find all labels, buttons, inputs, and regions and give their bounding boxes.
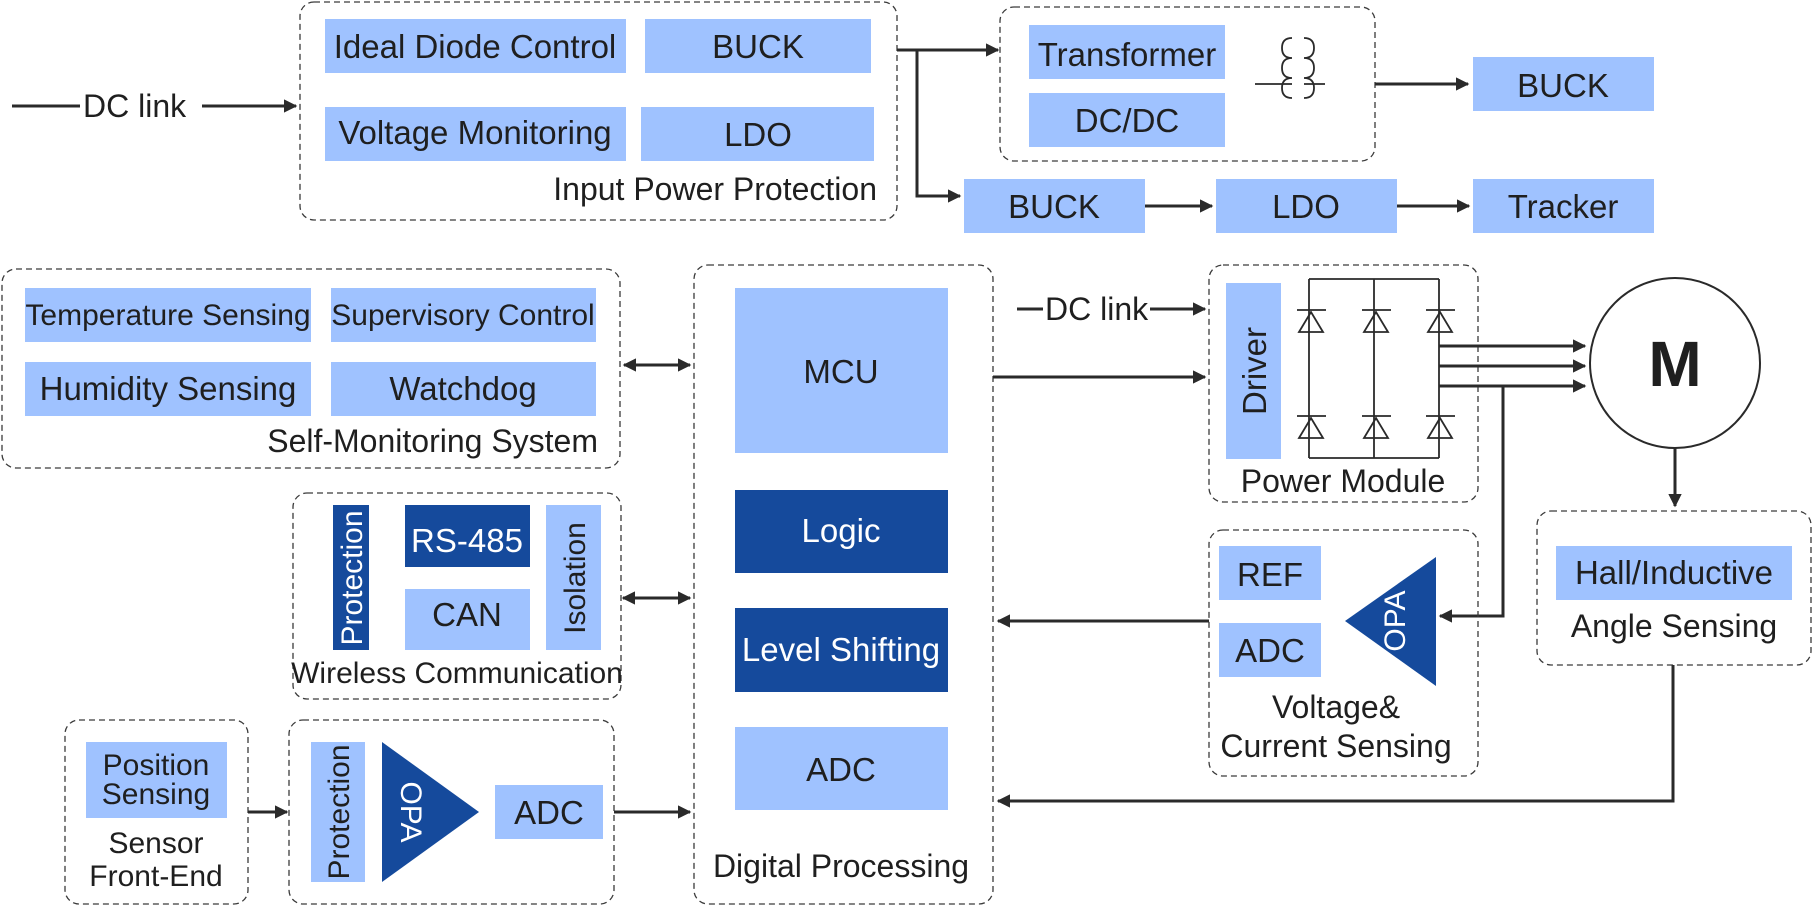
input-power-protection-group: Ideal Diode Control BUCK Voltage Monitor…: [299, 1, 898, 221]
ideal-diode-control-block: [325, 19, 626, 73]
tracker-block: [1473, 179, 1654, 233]
motor-label: M: [1648, 328, 1701, 400]
logic-block: [735, 490, 948, 573]
chain-buck-label: BUCK: [1008, 188, 1100, 225]
sensor-protection-block: [311, 742, 365, 882]
dc-link-mid-label: DC link: [1045, 291, 1149, 327]
humidity-sensing-label: Humidity Sensing: [40, 370, 297, 407]
position-sensing-label-line1: Position: [103, 749, 210, 782]
ref-block: [1219, 546, 1321, 600]
watchdog-block: [331, 362, 596, 416]
input-buck-label: BUCK: [712, 28, 804, 65]
input-ldo-label: LDO: [724, 116, 792, 153]
position-sensing-block: [86, 742, 227, 818]
hall-inductive-label: Hall/Inductive: [1575, 554, 1773, 591]
isolated-supply-group: Transformer DC/DC BUCK: [999, 6, 1654, 162]
regulator-chain: BUCK LDO Tracker: [964, 179, 1654, 233]
phase-output-wires: [1438, 339, 1587, 623]
humidity-sensing-block: [25, 362, 311, 416]
comm-protection-block: [333, 505, 369, 650]
power-module-group: Driver Power Module: [1208, 264, 1479, 503]
isolation-block: [546, 505, 601, 650]
position-sensing-label-line2: Sensing: [102, 778, 210, 811]
sensor-opa-icon: [382, 742, 479, 882]
input-buck-block: [645, 19, 871, 73]
signal-conditioning-group: Protection OPA ADC: [288, 719, 615, 905]
rs485-block: [405, 505, 530, 567]
transformer-symbol-icon: [1255, 37, 1325, 99]
wireless-communication-group: Protection RS-485 CAN Isolation Wireless…: [291, 492, 623, 700]
supervisory-control-block: [331, 288, 596, 342]
level-shifting-block: [735, 608, 948, 692]
input-ldo-block: [641, 107, 874, 161]
input-power-protection-title: Input Power Protection: [553, 171, 877, 207]
chain-ldo-label: LDO: [1272, 188, 1340, 225]
voltage-monitoring-block: [325, 107, 626, 161]
motor: M: [1589, 277, 1761, 449]
isolated-buck-block: [1473, 57, 1654, 111]
dcdc-block: [1029, 93, 1225, 147]
digital-processing-group: MCU Logic Level Shifting ADC Digital Pro…: [693, 264, 994, 905]
comm-protection-label: Protection: [336, 510, 369, 645]
sensor-protection-label: Protection: [323, 744, 356, 879]
driver-label: Driver: [1236, 327, 1273, 415]
sensor-frontend-title-line2: Front-End: [89, 860, 222, 893]
transformer-label: Transformer: [1038, 36, 1216, 73]
temperature-sensing-label: Temperature Sensing: [25, 299, 310, 332]
mcu-block: [735, 288, 948, 453]
self-monitoring-group: Temperature Sensing Supervisory Control …: [1, 268, 621, 469]
dc-link-top-label: DC link: [83, 88, 187, 124]
supervisory-control-label: Supervisory Control: [331, 299, 594, 332]
vc-sensing-title-line1: Voltage&: [1272, 689, 1400, 725]
dcdc-label: DC/DC: [1075, 102, 1180, 139]
vc-sensing-title-line2: Current Sensing: [1220, 728, 1451, 764]
can-block: [405, 589, 530, 650]
isolation-label: Isolation: [559, 522, 592, 634]
power-branch-wires: [897, 43, 1000, 203]
vc-adc-block: [1219, 623, 1321, 677]
vc-opa-label: OPA: [1379, 590, 1412, 651]
ideal-diode-control-label: Ideal Diode Control: [334, 28, 617, 65]
watchdog-label: Watchdog: [389, 370, 536, 407]
wireless-communication-title: Wireless Communication: [291, 657, 623, 690]
hall-inductive-block: [1556, 546, 1792, 600]
self-monitoring-title: Self-Monitoring System: [267, 423, 598, 459]
digital-processing-title: Digital Processing: [713, 848, 969, 884]
driver-block: [1226, 283, 1281, 459]
sensor-frontend-title-line1: Sensor: [108, 827, 203, 860]
angle-sensing-group: Hall/Inductive Angle Sensing: [1536, 510, 1812, 666]
tracker-label: Tracker: [1508, 188, 1619, 225]
chain-ldo-block: [1216, 179, 1397, 233]
sensor-frontend-group: Position Sensing Sensor Front-End: [64, 719, 249, 905]
sensor-adc-block: [495, 785, 603, 839]
isolated-buck-label: BUCK: [1517, 67, 1609, 104]
inverter-bridge-icon: [1297, 278, 1455, 459]
transformer-block: [1029, 25, 1225, 79]
rs485-label: RS-485: [411, 522, 523, 559]
power-module-title: Power Module: [1241, 463, 1446, 499]
vc-adc-label: ADC: [1235, 632, 1305, 669]
temperature-sensing-block: [25, 288, 311, 342]
sensor-opa-label: OPA: [394, 781, 427, 842]
chain-buck-block: [964, 179, 1145, 233]
digital-adc-block: [735, 727, 948, 810]
angle-sensing-title: Angle Sensing: [1571, 608, 1777, 644]
sensor-adc-label: ADC: [514, 794, 584, 831]
ref-label: REF: [1237, 556, 1303, 593]
dc-link-input: DC link: [12, 88, 298, 124]
vc-opa-icon: [1345, 557, 1436, 686]
dc-link-motor: DC link: [1017, 291, 1207, 327]
angle-to-digital-link: [996, 665, 1675, 808]
level-shifting-label: Level Shifting: [742, 631, 940, 668]
logic-label: Logic: [802, 512, 881, 549]
can-label: CAN: [432, 596, 502, 633]
voltage-monitoring-label: Voltage Monitoring: [338, 114, 611, 151]
mcu-label: MCU: [803, 353, 878, 390]
digital-adc-label: ADC: [806, 751, 876, 788]
voltage-current-sensing-group: REF ADC OPA Voltage& Current Sensing: [1208, 529, 1479, 777]
